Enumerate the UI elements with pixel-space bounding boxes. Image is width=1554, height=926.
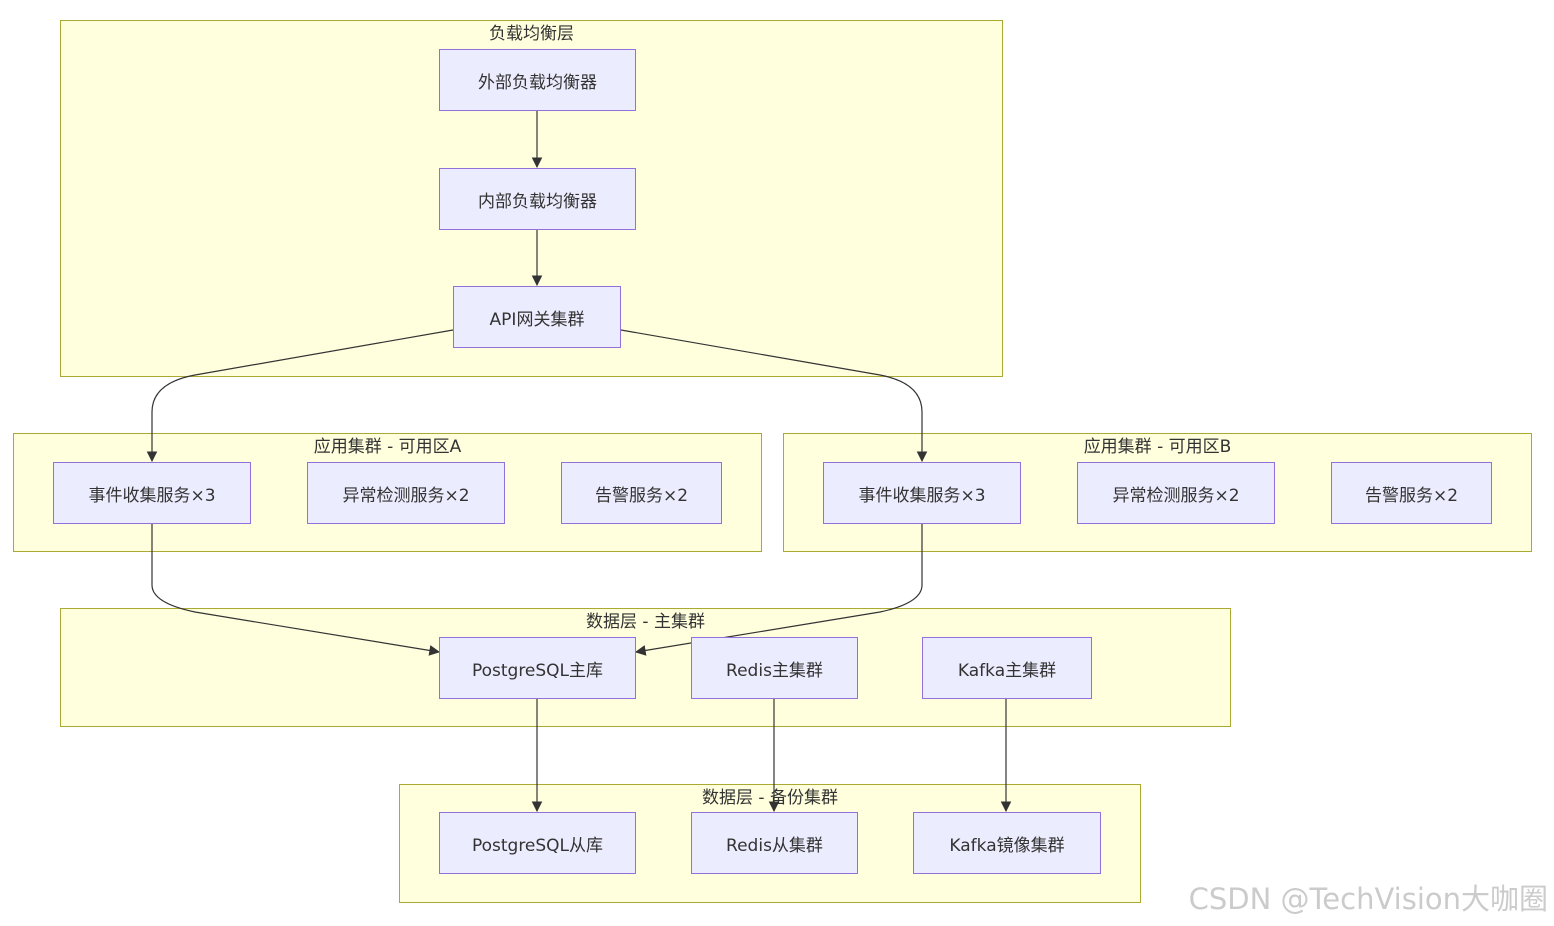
node-zone-a-anomaly-detect: 异常检测服务×2 — [307, 462, 505, 524]
node-zone-b-event-collect: 事件收集服务×3 — [823, 462, 1021, 524]
node-postgresql-replica: PostgreSQL从库 — [439, 812, 636, 874]
node-zone-a-event-collect: 事件收集服务×3 — [53, 462, 251, 524]
node-internal-load-balancer: 内部负载均衡器 — [439, 168, 636, 230]
node-postgresql-primary: PostgreSQL主库 — [439, 637, 636, 699]
edge-zone-a-collect-to-pg-primary — [151, 524, 441, 656]
cluster-title: 应用集群 - 可用区A — [313, 437, 462, 457]
node-zone-a-alert: 告警服务×2 — [561, 462, 722, 524]
node-zone-b-anomaly-detect: 异常检测服务×2 — [1077, 462, 1275, 524]
node-external-load-balancer: 外部负载均衡器 — [439, 49, 636, 111]
node-kafka-mirror: Kafka镜像集群 — [913, 812, 1101, 874]
node-kafka-primary: Kafka主集群 — [922, 637, 1092, 699]
node-redis-replica: Redis从集群 — [691, 812, 858, 874]
cluster-title: 应用集群 - 可用区B — [1083, 437, 1232, 457]
edge-api-gw-to-zone-a-collect — [146, 329, 454, 463]
edge-zone-b-collect-to-pg-primary — [634, 524, 923, 656]
cluster-title: 数据层 - 备份集群 — [702, 788, 838, 808]
node-redis-primary: Redis主集群 — [691, 637, 858, 699]
watermark: CSDN @TechVision大咖圈 — [1188, 882, 1548, 916]
node-api-gateway-cluster: API网关集群 — [453, 286, 621, 348]
cluster-title: 负载均衡层 — [489, 24, 574, 44]
edge-api-gw-to-zone-b-collect — [620, 329, 928, 463]
node-zone-b-alert: 告警服务×2 — [1331, 462, 1492, 524]
cluster-title: 数据层 - 主集群 — [586, 612, 705, 632]
